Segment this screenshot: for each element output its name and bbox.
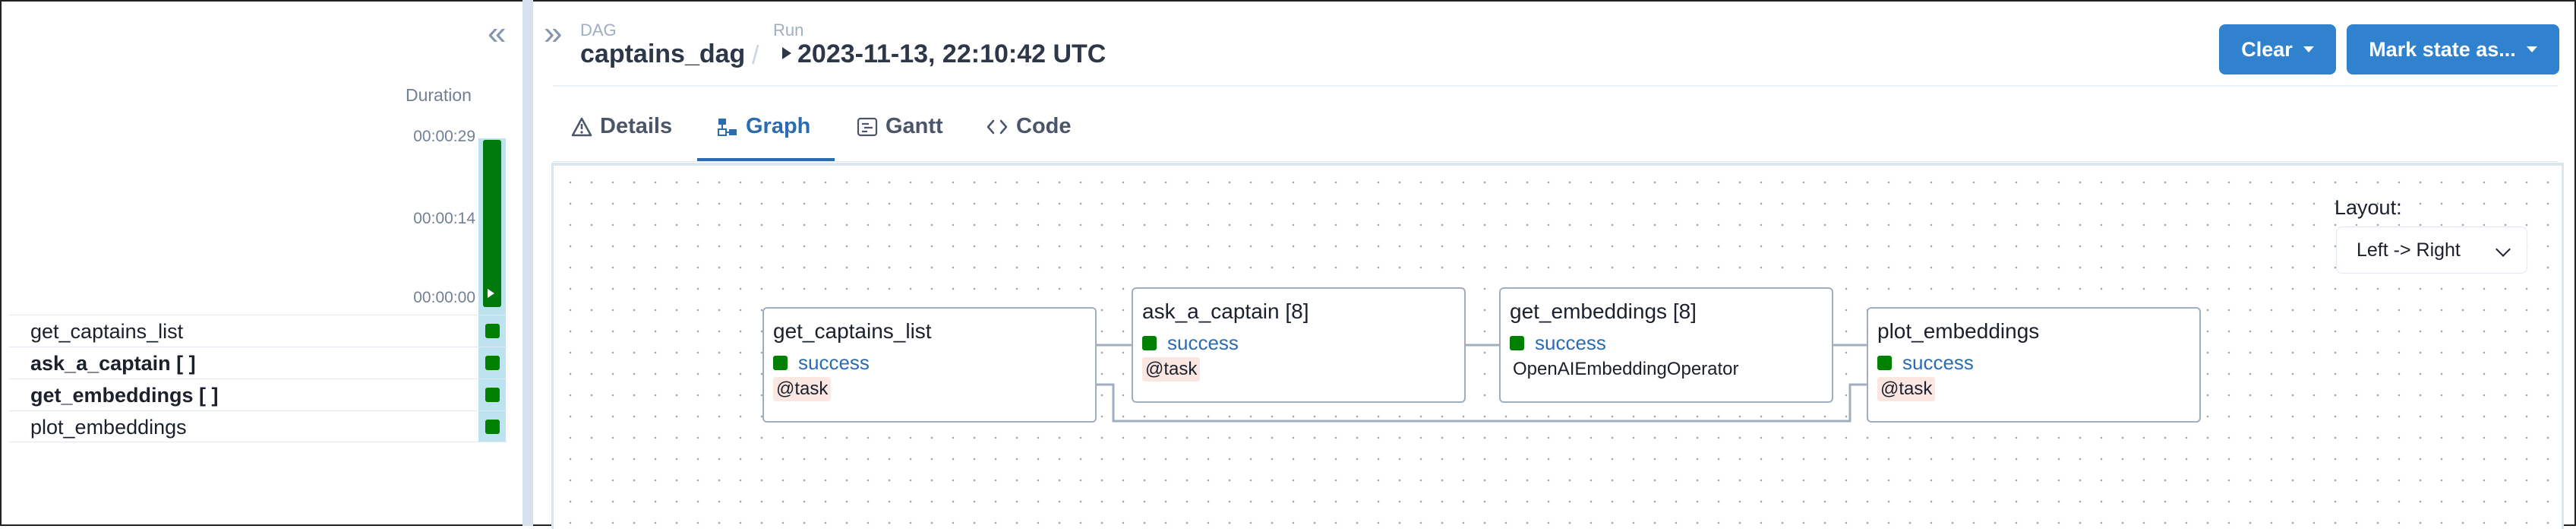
task-instance-success-square[interactable] <box>485 324 500 338</box>
run-play-icon <box>488 289 494 298</box>
tab-graph[interactable]: Graph <box>717 114 810 139</box>
node-task-name: plot_embeddings <box>1877 319 2040 343</box>
duration-tick-max: 00:00:29 <box>413 128 475 145</box>
layout-select-value: Left -> Right <box>2357 239 2461 261</box>
breadcrumb-separator: / <box>752 41 759 70</box>
node-operator: @task <box>1877 377 1936 401</box>
mark-state-button-label: Mark state as... <box>2369 37 2516 61</box>
dag-run-duration-bar[interactable] <box>483 140 501 307</box>
node-status-label: success <box>1167 331 1239 354</box>
node-task-name: get_embeddings [8] <box>1510 299 1697 323</box>
header-divider <box>553 85 2558 87</box>
node-status-label: success <box>1535 331 1606 354</box>
node-operator: OpenAIEmbeddingOperator <box>1513 359 1739 379</box>
duration-tick-mid: 00:00:14 <box>413 210 475 227</box>
node-status: success <box>1877 351 1974 375</box>
active-tab-indicator <box>697 158 835 161</box>
graph-node-ask-a-captain[interactable]: ask_a_captain [8] success @task <box>1132 287 1466 403</box>
expand-details-icon[interactable]: » <box>544 14 563 52</box>
node-operator: @task <box>1142 357 1201 382</box>
task-name: ask_a_captain [ ] <box>30 352 196 375</box>
breadcrumb-run-id[interactable]: 2023-11-13, 22:10:42 UTC <box>797 40 1106 68</box>
task-row-ask-a-captain[interactable]: ask_a_captain [ ] <box>9 347 507 378</box>
breadcrumb-dag-label: DAG <box>580 21 617 40</box>
run-type-icon <box>782 47 791 59</box>
task-row-get-embeddings[interactable]: get_embeddings [ ] <box>9 379 507 410</box>
clear-button-label: Clear <box>2241 37 2293 61</box>
duration-header: Duration <box>406 85 472 105</box>
layout-select[interactable]: Left -> Right <box>2336 226 2527 274</box>
status-success-square <box>1877 356 1892 370</box>
node-status-label: success <box>798 351 870 374</box>
task-name: plot_embeddings <box>30 416 187 439</box>
clear-button[interactable]: Clear <box>2219 24 2336 74</box>
graph-node-get-embeddings[interactable]: get_embeddings [8] success OpenAIEmbeddi… <box>1499 287 1833 403</box>
collapse-grid-icon[interactable]: « <box>488 14 507 52</box>
caret-down-icon <box>2303 46 2314 52</box>
node-status-label: success <box>1902 351 1974 374</box>
node-operator: @task <box>773 377 832 401</box>
tab-label: Code <box>1016 114 1072 138</box>
task-instance-success-square[interactable] <box>485 388 500 402</box>
tabs-divider <box>553 161 2558 162</box>
warning-icon <box>571 117 592 137</box>
node-status: success <box>773 351 870 375</box>
node-status: success <box>1142 331 1239 355</box>
tab-label: Gantt <box>886 114 943 138</box>
caret-down-icon <box>2526 46 2537 52</box>
graph-node-get-captains-list[interactable]: get_captains_list success @task <box>762 307 1097 423</box>
task-name: get_embeddings [ ] <box>30 384 219 407</box>
node-status: success <box>1510 331 1606 355</box>
task-instance-success-square[interactable] <box>485 420 500 434</box>
gantt-icon <box>857 117 878 137</box>
duration-tick-min: 00:00:00 <box>413 289 475 306</box>
status-success-square <box>773 356 788 370</box>
layout-label: Layout: <box>2334 196 2402 219</box>
task-name: get_captains_list <box>30 320 184 343</box>
node-task-name: ask_a_captain [8] <box>1142 299 1309 323</box>
chevron-down-icon <box>2496 242 2511 257</box>
tab-label: Graph <box>746 114 811 138</box>
graph-node-plot-embeddings[interactable]: plot_embeddings success @task <box>1867 307 2201 423</box>
breadcrumb-dag-id[interactable]: captains_dag <box>580 40 746 68</box>
tab-code[interactable]: Code <box>986 114 1072 139</box>
tab-gantt[interactable]: Gantt <box>857 114 943 139</box>
mark-state-button[interactable]: Mark state as... <box>2347 24 2559 74</box>
tab-details[interactable]: Details <box>571 114 672 139</box>
code-icon <box>986 117 1009 137</box>
status-success-square <box>1510 336 1524 350</box>
task-row-plot-embeddings[interactable]: plot_embeddings <box>9 410 507 442</box>
breadcrumb-run-label: Run <box>773 21 804 40</box>
panel-resize-handle[interactable] <box>522 0 533 526</box>
node-task-name: get_captains_list <box>773 319 932 343</box>
task-row-get-captains-list[interactable]: get_captains_list <box>9 315 507 346</box>
tab-label: Details <box>600 114 673 138</box>
graph-icon <box>717 117 738 137</box>
status-success-square <box>1142 336 1157 350</box>
task-instance-success-square[interactable] <box>485 356 500 370</box>
